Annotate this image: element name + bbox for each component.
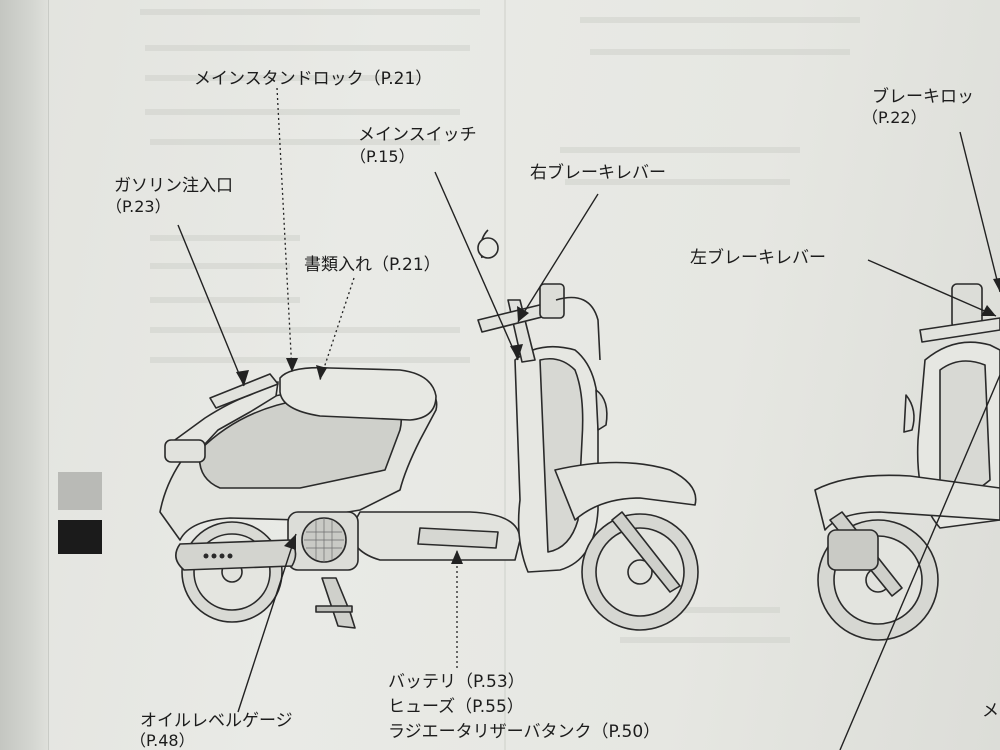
label-brake-lock-page: （P.22） — [862, 108, 927, 127]
label-fuel-inlet-page: （P.23） — [106, 197, 171, 216]
label-radiator-reserve-tank: ラジエータリザーバタンク（P.50） — [388, 722, 661, 742]
label-main-switch-page: （P.15） — [350, 147, 415, 166]
section-tab-black — [58, 520, 102, 554]
label-brake-lock: ブレーキロッ — [872, 87, 974, 107]
label-fuse: ヒューズ（P.55） — [388, 697, 524, 717]
page-edge — [0, 0, 49, 750]
label-document-box: 書類入れ（P.21） — [304, 255, 441, 275]
label-edge-fragment: メ — [982, 701, 999, 721]
label-fuel-inlet: ガソリン注入口 — [114, 176, 233, 196]
label-battery: バッテリ（P.53） — [388, 672, 525, 692]
label-oil-level-gauge: オイルレベルゲージ — [140, 711, 293, 731]
label-main-stand-lock: メインスタンドロック（P.21） — [194, 69, 433, 89]
label-left-brake-lever: 左ブレーキレバー — [690, 248, 826, 268]
label-right-brake-lever: 右ブレーキレバー — [530, 163, 666, 183]
label-main-switch: メインスイッチ — [358, 125, 477, 145]
label-oil-level-gauge-page: （P.48） — [130, 731, 195, 750]
section-tab-grey — [58, 472, 102, 510]
